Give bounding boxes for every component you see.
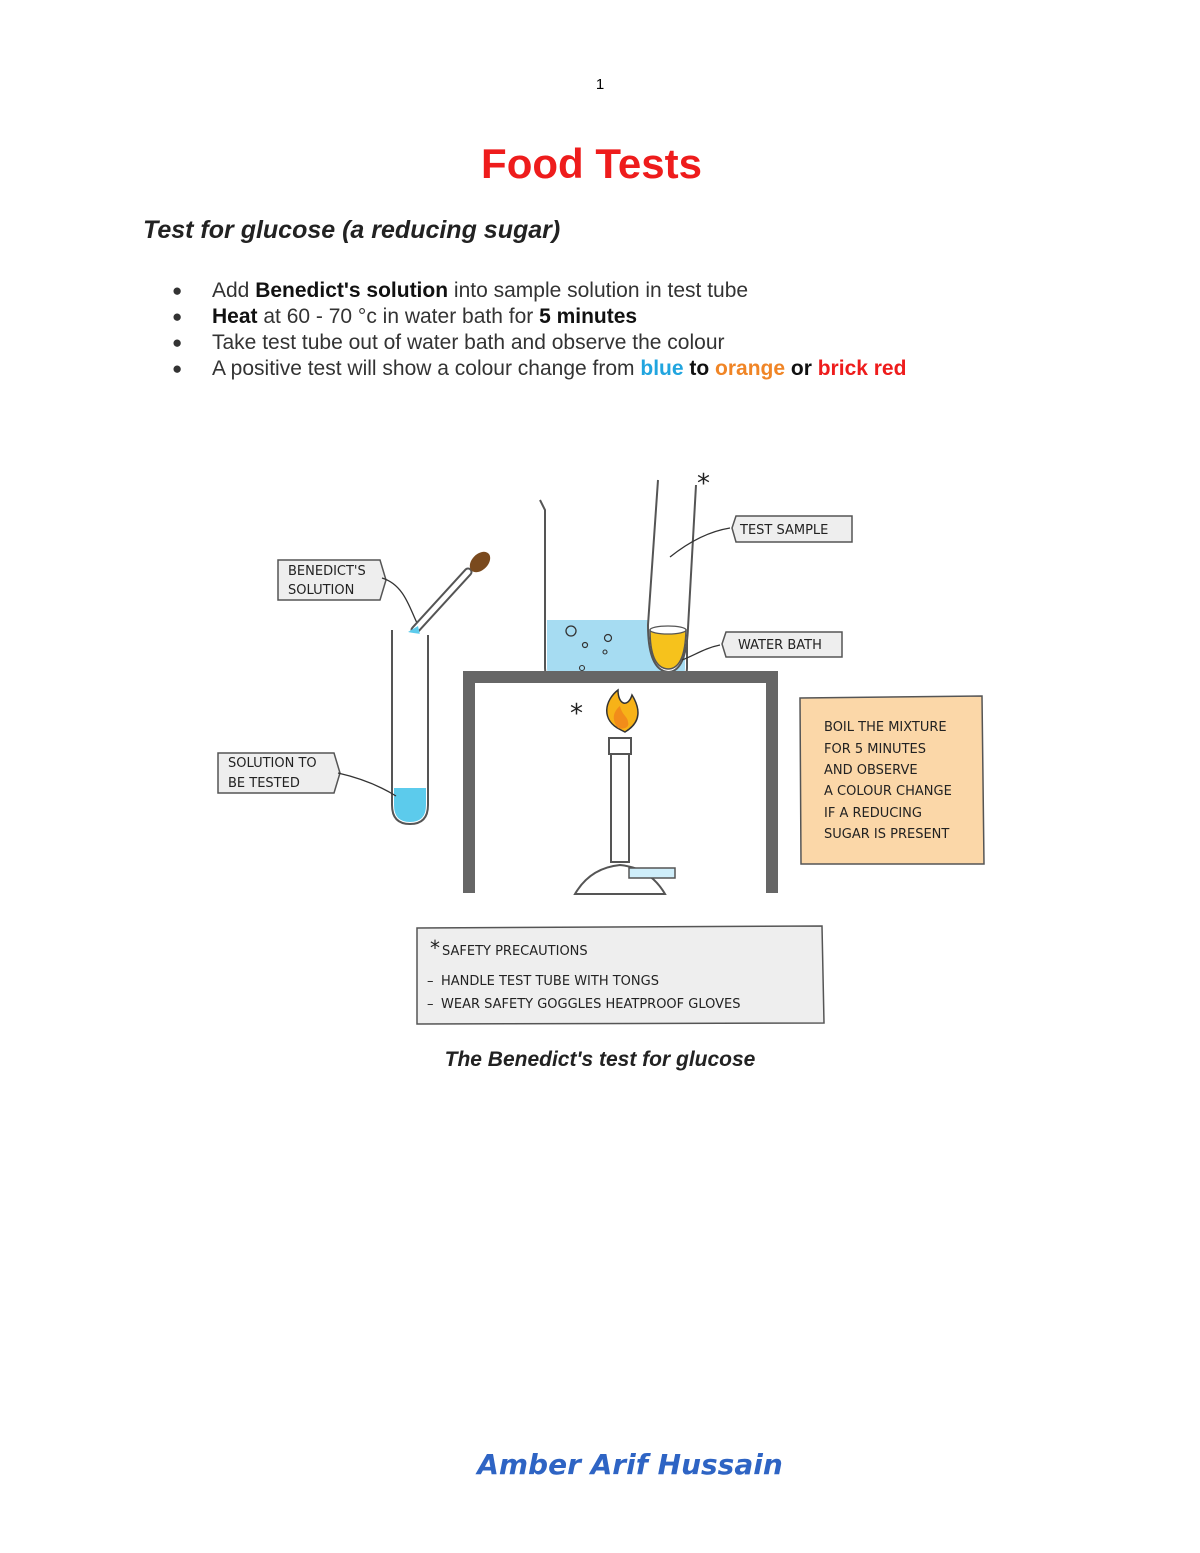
label-text: SOLUTION — [288, 583, 354, 598]
label-text: BENEDICT'S — [288, 564, 366, 579]
bunsen-burner-icon — [573, 688, 676, 895]
pipette-icon — [408, 551, 491, 635]
label-text: BE TESTED — [228, 776, 300, 791]
safety-title: SAFETY PRECAUTIONS — [442, 944, 588, 959]
step-text: Take test tube out of water bath and obs… — [212, 331, 725, 354]
tripod-stand — [463, 671, 778, 893]
step-bold: 5 minutes — [539, 305, 638, 328]
document-title: Food Tests — [481, 140, 702, 187]
asterisk-icon: * — [697, 469, 710, 499]
color-orange-word: orange — [715, 357, 786, 380]
asterisk-icon: * — [430, 936, 440, 960]
step-bold: Heat — [212, 305, 258, 328]
author-footer: Amber Arif Hussain — [477, 1448, 783, 1481]
note-line: BOIL THE MIXTURE — [824, 720, 947, 735]
color-blue-word: blue — [640, 357, 684, 380]
safety-dash: – — [427, 974, 434, 989]
bullet-icon: ● — [172, 359, 183, 378]
bullet-icon: ● — [172, 281, 183, 300]
procedure-list: ● Add Benedict's solution into sample so… — [172, 278, 906, 382]
step-bold: or — [785, 357, 818, 380]
solution-to-be-tested-label: SOLUTION TO BE TESTED — [217, 752, 397, 797]
note-line: IF A REDUCING — [824, 806, 922, 821]
bullet-icon: ● — [172, 333, 183, 352]
safety-precautions-box: * SAFETY PRECAUTIONS – HANDLE TEST TUBE … — [416, 925, 825, 1025]
safety-item: WEAR SAFETY GOGGLES HEATPROOF GLOVES — [441, 997, 741, 1012]
list-item: ● Add Benedict's solution into sample so… — [172, 278, 906, 304]
label-text: TEST SAMPLE — [739, 523, 828, 538]
water-bath-label: WATER BATH — [681, 631, 843, 661]
asterisk-icon: * — [570, 699, 583, 729]
step-bold: Benedict's solution — [255, 279, 449, 302]
list-item: ● A positive test will show a colour cha… — [172, 356, 906, 382]
test-tube-left — [391, 630, 429, 826]
step-text: A positive test will show a colour chang… — [212, 357, 641, 380]
list-item: ● Heat at 60 - 70 °c in water bath for 5… — [172, 304, 906, 330]
page-number: 1 — [595, 76, 605, 93]
step-text: into sample solution in test tube — [448, 279, 749, 302]
observation-note: BOIL THE MIXTURE FOR 5 MINUTES AND OBSER… — [799, 695, 985, 865]
safety-item: HANDLE TEST TUBE WITH TONGS — [441, 974, 659, 989]
note-line: SUGAR IS PRESENT — [824, 827, 949, 842]
step-text: Add — [212, 279, 256, 302]
test-sample-label: TEST SAMPLE — [669, 515, 853, 558]
safety-dash: – — [427, 997, 434, 1012]
list-item: ● Take test tube out of water bath and o… — [172, 330, 906, 356]
note-line: AND OBSERVE — [824, 763, 918, 778]
test-tube-sample — [646, 479, 697, 674]
benedicts-solution-label: BENEDICT'S SOLUTION — [277, 559, 419, 626]
bullet-icon: ● — [172, 307, 183, 326]
benedicts-test-diagram: BENEDICT'S SOLUTION SOLUTION TO BE TESTE… — [217, 469, 985, 1025]
label-text: WATER BATH — [738, 638, 822, 653]
step-text: at 60 - 70 °c in water bath for — [257, 305, 540, 328]
figure-caption: The Benedict's test for glucose — [444, 1048, 756, 1071]
section-heading: Test for glucose (a reducing sugar) — [143, 216, 561, 244]
note-line: FOR 5 MINUTES — [824, 742, 926, 757]
note-line: A COLOUR CHANGE — [824, 784, 952, 799]
step-bold: to — [683, 357, 716, 380]
label-text: SOLUTION TO — [228, 756, 317, 771]
color-red-word: brick red — [817, 357, 907, 380]
